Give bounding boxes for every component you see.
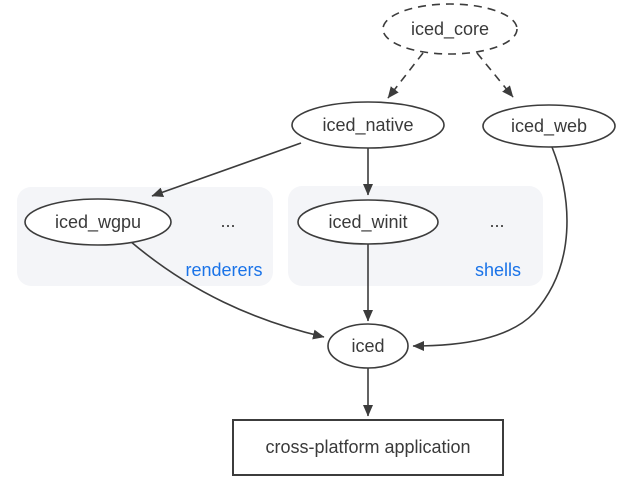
node-iced_native: iced_native [291, 101, 445, 149]
node-iced_wgpu-label: iced_wgpu [55, 212, 141, 233]
node-iced_wgpu-shape [24, 198, 172, 246]
node-iced-label: iced [351, 336, 384, 356]
group-renderers-label: renderers [185, 260, 262, 280]
node-iced_core-label: iced_core [411, 19, 489, 40]
node-iced_core: iced_core [382, 3, 518, 55]
node-cross-platform-application-shape [232, 419, 504, 476]
node-cross-platform-application-label: cross-platform application [265, 437, 470, 457]
group-shells-label: shells [475, 260, 521, 280]
node-iced_web-shape [482, 104, 616, 148]
node-iced_web-label: iced_web [511, 116, 587, 137]
node-iced_winit-label: iced_winit [328, 212, 407, 233]
node-iced: iced [327, 323, 409, 369]
node-iced_native-label: iced_native [322, 115, 413, 136]
node-iced_web: iced_web [482, 104, 616, 148]
edge-iced_web-iced [412, 146, 568, 351]
node-iced_wgpu: iced_wgpu [24, 198, 172, 246]
edge-iced_wgpu-iced [129, 240, 325, 340]
node-cross-platform-application: cross-platform application [232, 419, 504, 476]
node-iced_winit-shape [297, 199, 439, 245]
edge-iced_core-iced_web [476, 52, 514, 98]
edge-iced_native-iced_wgpu [151, 142, 302, 198]
node-iced_core-shape [382, 3, 518, 55]
node-iced-shape [327, 323, 409, 369]
group-shells-ellipsis: ... [489, 211, 504, 231]
node-iced_winit: iced_winit [297, 199, 439, 245]
group-renderers-ellipsis: ... [220, 211, 235, 231]
node-iced_native-shape [291, 101, 445, 149]
edge-iced_core-iced_native [387, 52, 424, 99]
